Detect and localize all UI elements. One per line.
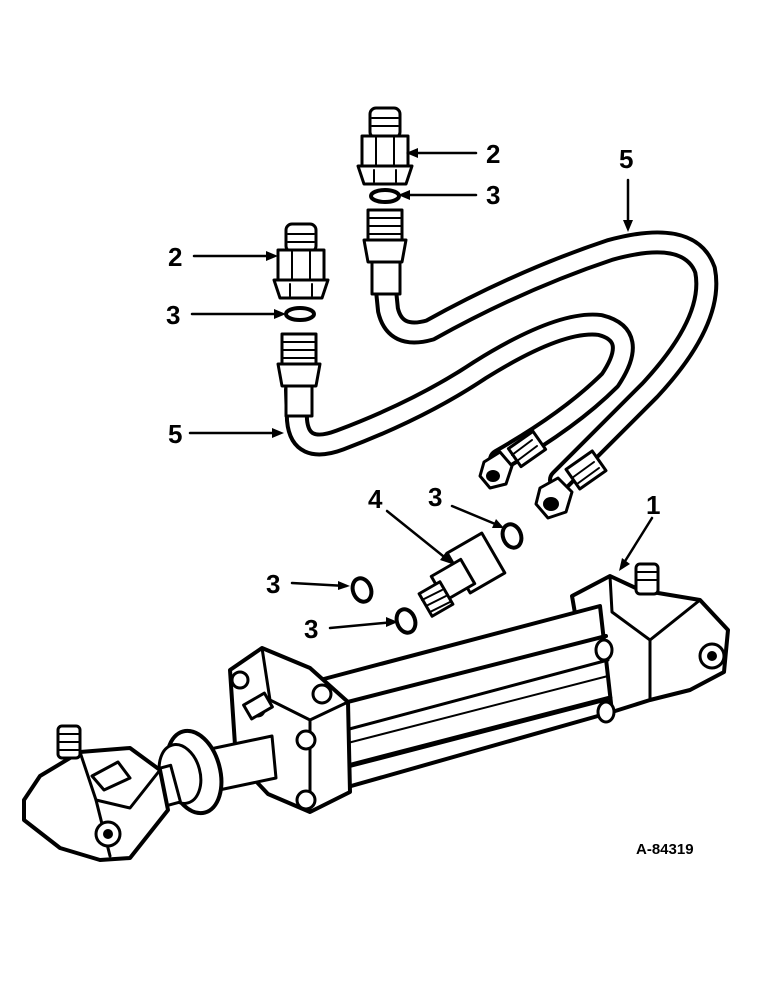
adapter-fitting: [417, 531, 507, 618]
leader-lines: [188, 148, 654, 630]
callout-3-left: 3: [166, 300, 180, 330]
callout-5-lower: 5: [168, 419, 182, 449]
callout-2-upper: 2: [486, 139, 500, 169]
hydraulic-cylinder: [22, 562, 730, 862]
hose-end-fitting: [478, 429, 548, 490]
callout-1: 1: [646, 490, 660, 520]
o-ring: [284, 306, 316, 322]
hose-assembly: [284, 230, 719, 520]
callout-3-upper: 3: [486, 180, 500, 210]
o-ring: [369, 188, 401, 204]
callout-3-lower-left: 3: [266, 569, 280, 599]
hose-threaded-fitting-left: [276, 332, 322, 418]
hose-threaded-fitting-upper: [362, 208, 408, 296]
o-ring: [500, 522, 524, 550]
o-ring: [394, 607, 418, 635]
hose-end-fitting: [534, 449, 608, 520]
callout-4: 4: [368, 484, 383, 514]
callout-2-left: 2: [168, 242, 182, 272]
callout-3-middle: 3: [428, 482, 442, 512]
o-ring: [350, 576, 374, 604]
callout-3-lower: 3: [304, 614, 318, 644]
quick-coupler-upper: [356, 106, 414, 186]
quick-coupler-left: [272, 222, 330, 300]
callout-5-upper: 5: [619, 144, 633, 174]
reference-number: A-84319: [636, 841, 694, 858]
